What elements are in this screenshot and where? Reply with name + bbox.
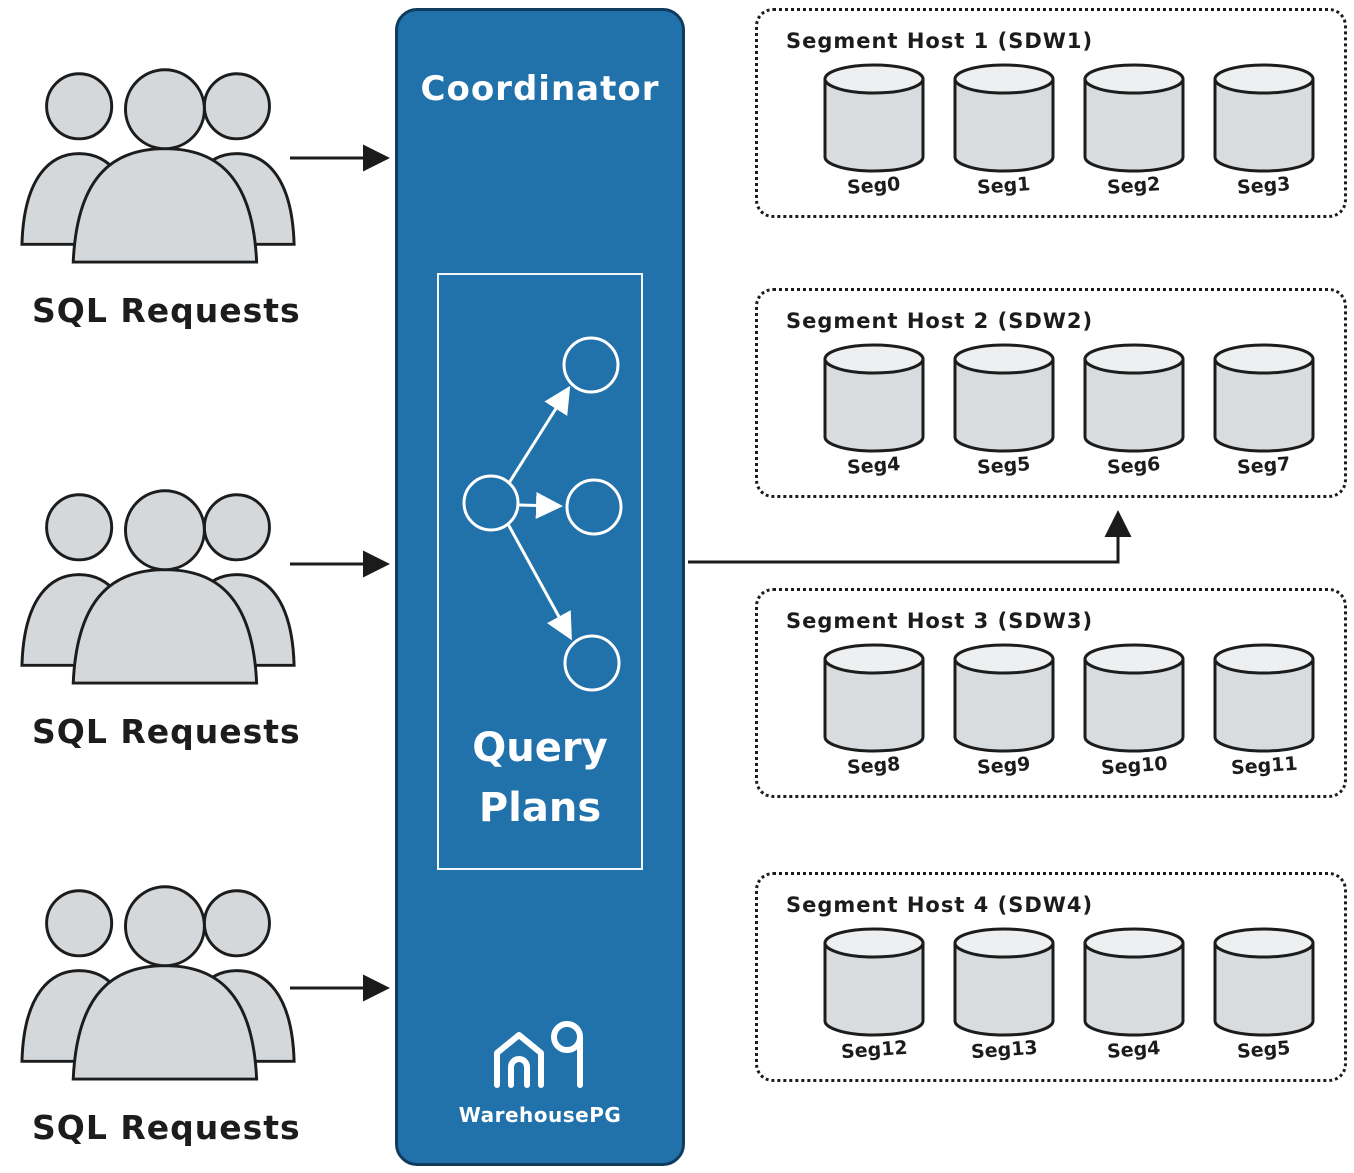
segment-label: Seg11 — [1230, 752, 1298, 780]
segment: Seg6 — [1074, 343, 1194, 479]
sql-requests-label: SQL Requests — [32, 1108, 301, 1147]
database-cylinder-icon — [953, 63, 1055, 173]
segment-label: Seg13 — [970, 1036, 1038, 1064]
coordinator-title: Coordinator — [420, 69, 660, 109]
segment-host-1: Segment Host 1 (SDW1) Seg0 Seg1 — [755, 8, 1347, 218]
database-cylinder-icon — [1213, 343, 1315, 453]
database-cylinder-icon — [1083, 63, 1185, 173]
segment: Seg3 — [1204, 63, 1324, 199]
segment: Seg2 — [1074, 63, 1194, 199]
database-cylinder-icon — [823, 643, 925, 753]
database-cylinder-icon — [953, 343, 1055, 453]
segment: Seg11 — [1204, 643, 1324, 780]
segment: Seg7 — [1204, 343, 1324, 479]
segment-label: Seg6 — [1106, 453, 1162, 479]
sql-requests-label: SQL Requests — [32, 291, 301, 330]
segment-label: Seg7 — [1236, 453, 1292, 479]
segment: Seg10 — [1074, 643, 1194, 780]
segment-host-title: Segment Host 4 (SDW4) — [786, 893, 1094, 917]
segment: Seg1 — [944, 63, 1064, 199]
coordinator-box: Coordinator Query — [395, 8, 685, 1166]
segment-host-3: Segment Host 3 (SDW3) Seg8 Seg9 — [755, 588, 1347, 798]
sql-requests-group-2: SQL Requests — [10, 476, 325, 751]
query-plans-label-line1: Query — [472, 725, 608, 771]
warehousepg-logo: WarehousePG — [398, 1013, 682, 1127]
segment-row: Seg4 Seg5 Seg6 — [758, 333, 1344, 479]
segment-host-title: Segment Host 2 (SDW2) — [786, 309, 1094, 333]
segment-row: Seg0 Seg1 Seg2 — [758, 53, 1344, 199]
segment-host-title: Segment Host 1 (SDW1) — [786, 29, 1094, 53]
segment-row: Seg8 Seg9 Seg10 — [758, 633, 1344, 780]
segment-label: Seg4 — [1106, 1037, 1162, 1063]
database-cylinder-icon — [1213, 63, 1315, 173]
segment: Seg8 — [814, 643, 934, 779]
database-cylinder-icon — [1213, 927, 1315, 1037]
segment-label: Seg8 — [846, 753, 902, 779]
sql-requests-group-1: SQL Requests — [10, 55, 325, 330]
database-cylinder-icon — [823, 927, 925, 1037]
segment: Seg5 — [944, 343, 1064, 479]
segment: Seg9 — [944, 643, 1064, 779]
database-cylinder-icon — [1083, 343, 1185, 453]
query-plans-label-line2: Plans — [478, 785, 602, 831]
segment-row: Seg12 Seg13 Seg4 — [758, 917, 1344, 1064]
users-icon — [20, 885, 296, 1081]
segment-label: Seg2 — [1106, 173, 1162, 199]
database-cylinder-icon — [1083, 643, 1185, 753]
segment: Seg12 — [814, 927, 934, 1064]
segment-label: Seg9 — [976, 753, 1032, 779]
segment-label: Seg3 — [1236, 173, 1292, 199]
segment-label: Seg0 — [846, 173, 902, 199]
database-cylinder-icon — [953, 927, 1055, 1037]
segment-label: Seg10 — [1100, 752, 1168, 780]
users-icon — [20, 489, 296, 685]
query-plans-panel: Query Plans — [437, 273, 643, 870]
database-cylinder-icon — [1213, 643, 1315, 753]
warehousepg-logo-text: WarehousePG — [458, 1103, 622, 1127]
segment: Seg13 — [944, 927, 1064, 1064]
segment: Seg4 — [814, 343, 934, 479]
arrow-coordinator-to-segments — [688, 510, 1132, 564]
segment: Seg5 — [1204, 927, 1324, 1063]
segment: Seg4 — [1074, 927, 1194, 1063]
segment: Seg0 — [814, 63, 934, 199]
database-cylinder-icon — [823, 343, 925, 453]
sql-requests-group-3: SQL Requests — [10, 872, 325, 1147]
query-plans-label: Query Plans — [439, 718, 641, 838]
query-plan-graph-icon — [462, 336, 623, 692]
users-icon — [20, 68, 296, 264]
segment-label: Seg5 — [976, 453, 1032, 479]
segment-label: Seg12 — [840, 1036, 908, 1064]
segment-host-4: Segment Host 4 (SDW4) Seg12 Seg13 — [755, 872, 1347, 1082]
warehousepg-logo-icon — [494, 1021, 583, 1088]
database-cylinder-icon — [823, 63, 925, 173]
segment-host-title: Segment Host 3 (SDW3) — [786, 609, 1094, 633]
segment-label: Seg5 — [1236, 1037, 1292, 1063]
segment-host-2: Segment Host 2 (SDW2) Seg4 Seg5 — [755, 288, 1347, 498]
segment-label: Seg1 — [976, 173, 1032, 199]
database-cylinder-icon — [953, 643, 1055, 753]
segment-label: Seg4 — [846, 453, 902, 479]
database-cylinder-icon — [1083, 927, 1185, 1037]
sql-requests-label: SQL Requests — [32, 712, 301, 751]
